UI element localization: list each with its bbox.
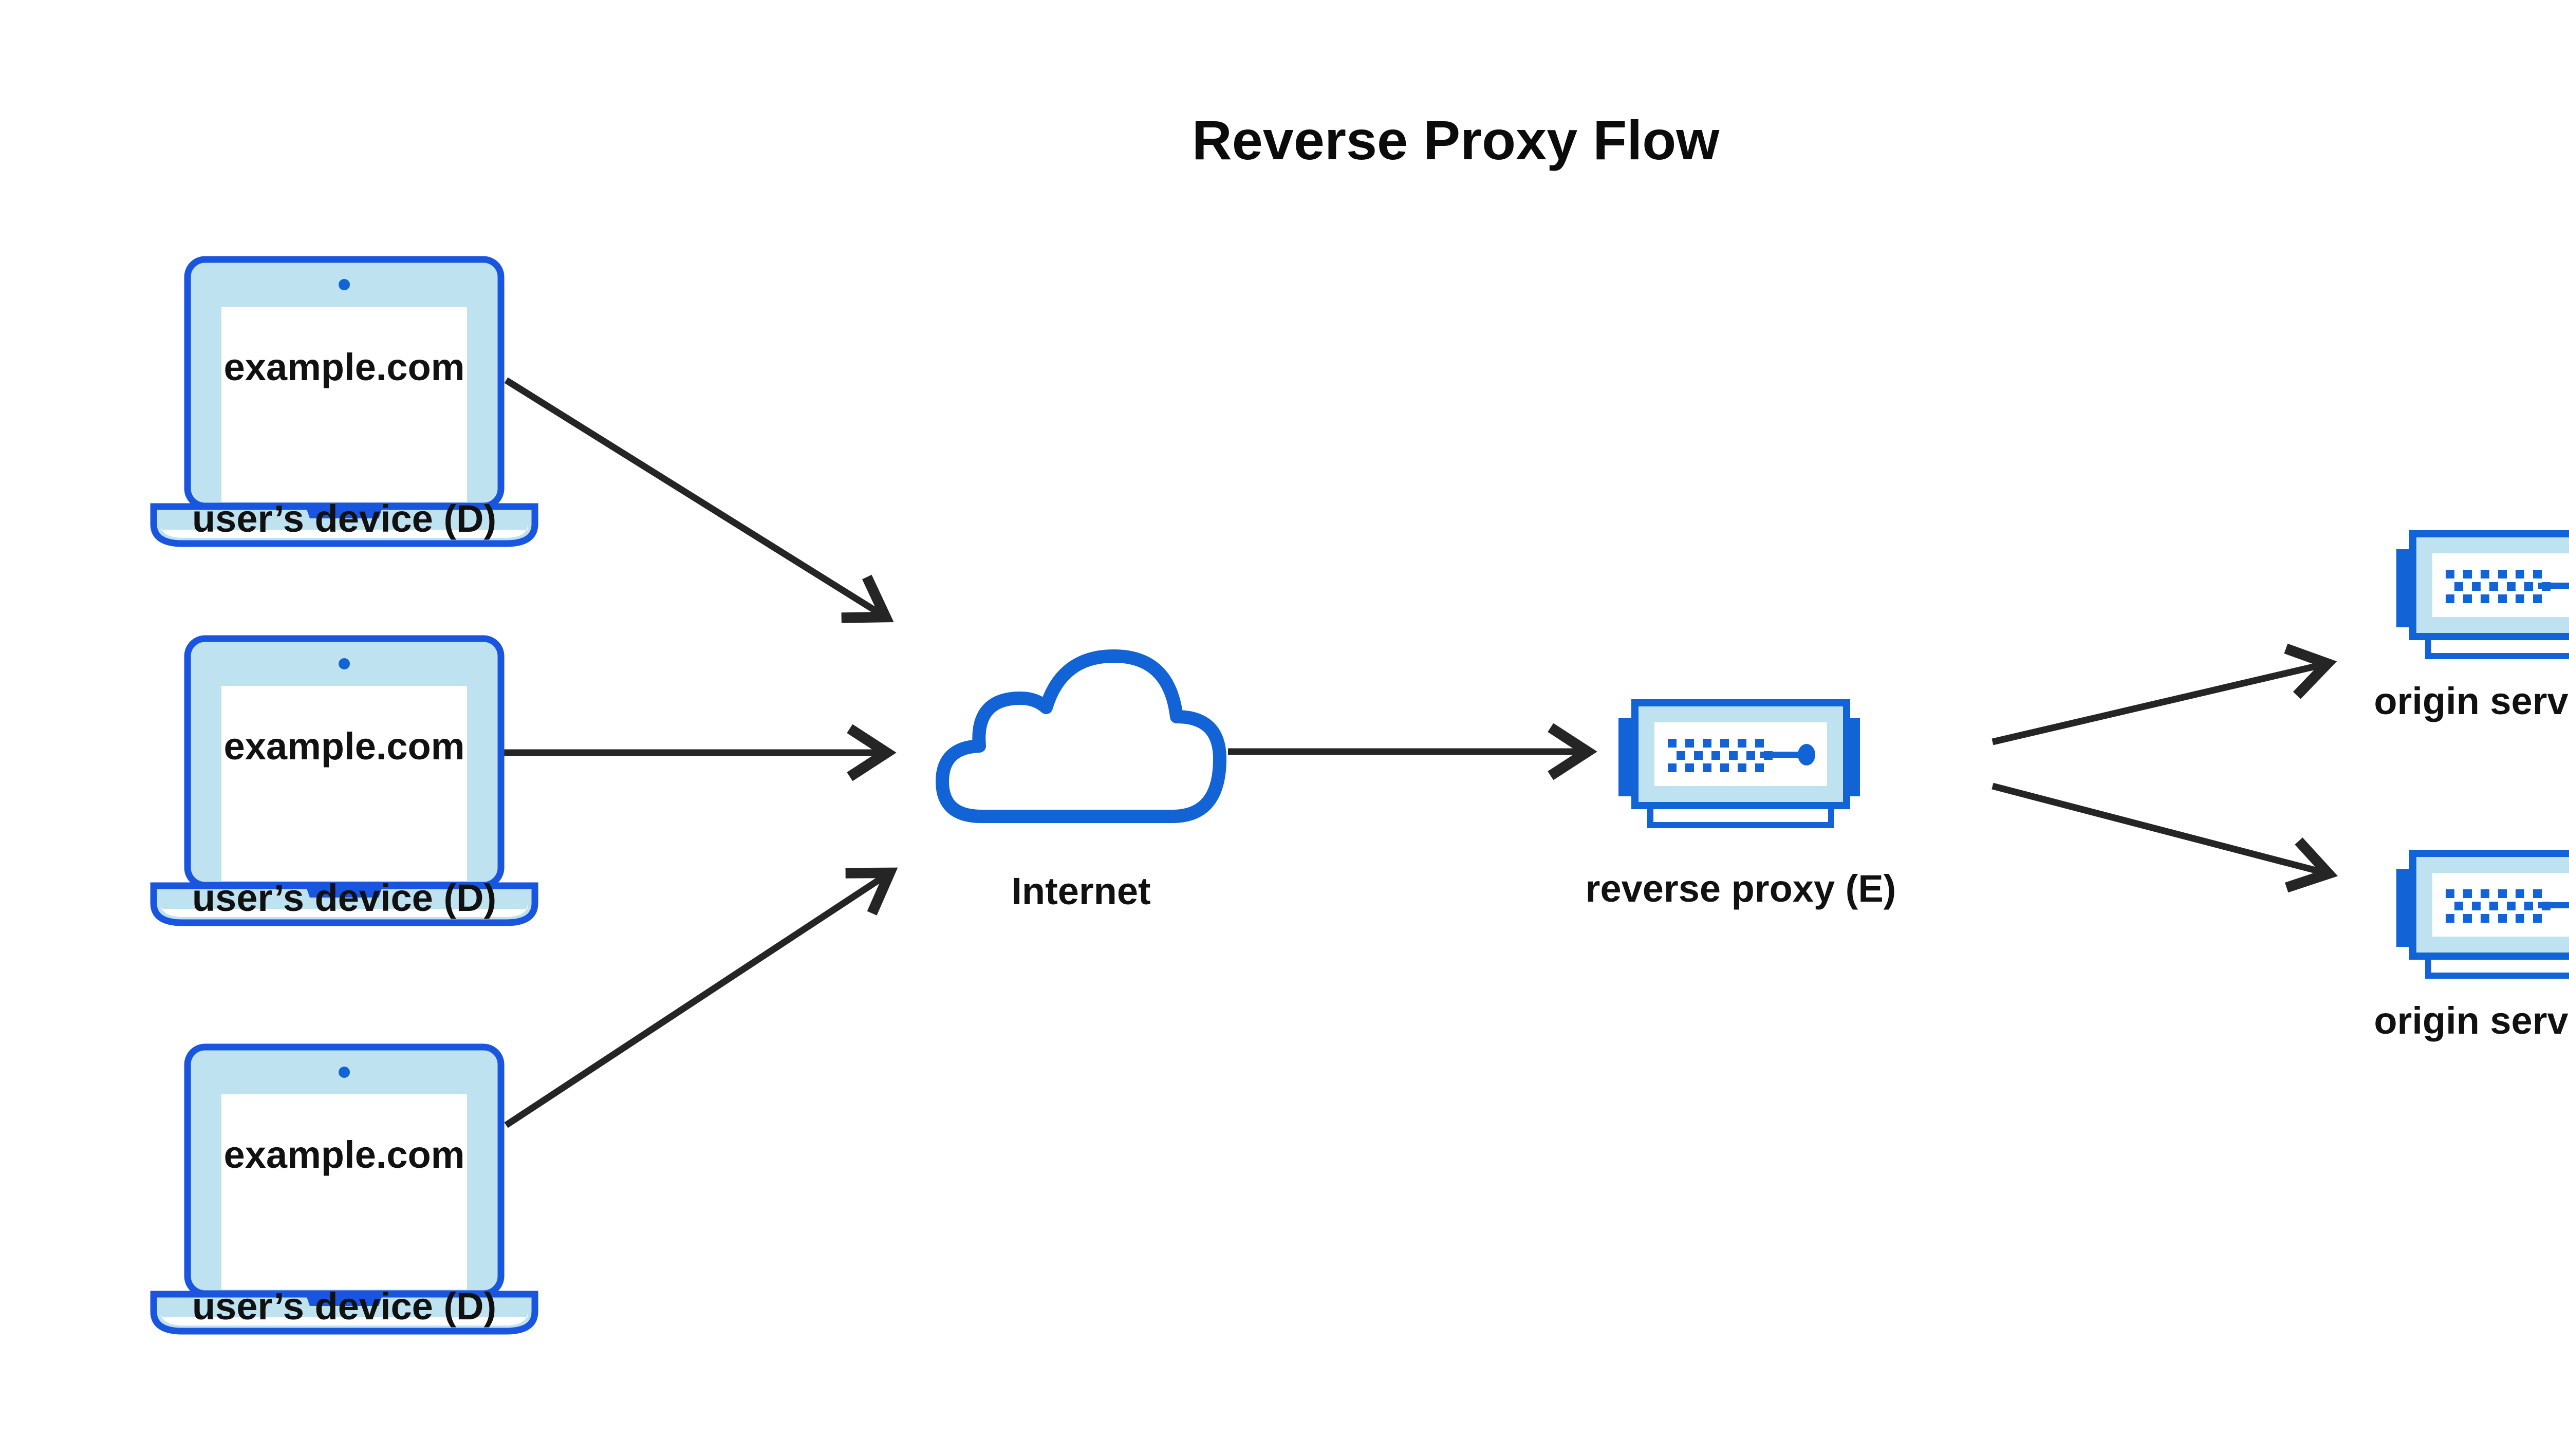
server-icon (2396, 853, 2569, 976)
node-client-bottom[interactable]: example.com user’s device (D) (154, 1047, 535, 1331)
laptop-screen-text: example.com (224, 346, 465, 388)
arrow-client-top-to-internet (504, 377, 894, 623)
node-label-reverse-proxy: reverse proxy (E) (1586, 867, 1896, 910)
node-label-internet: Internet (1011, 870, 1150, 912)
node-reverse-proxy[interactable]: reverse proxy (E) (1586, 703, 1896, 910)
node-label-client-top: user’s device (D) (192, 497, 496, 540)
page-title: Reverse Proxy Flow (1192, 109, 1720, 171)
node-label-client-middle: user’s device (D) (192, 876, 496, 919)
server-icon (2396, 534, 2569, 656)
cloud-icon (942, 656, 1220, 816)
node-label-client-bottom: user’s device (D) (192, 1285, 496, 1328)
laptop-screen-text: example.com (224, 725, 465, 768)
node-origin-bottom[interactable]: origin server (F) (2374, 853, 2569, 1042)
arrow-proxy-to-origin-bottom (1991, 782, 2338, 893)
node-label-origin-bottom: origin server (F) (2374, 999, 2569, 1042)
server-icon (1618, 703, 1860, 825)
node-client-middle[interactable]: example.com user’s device (D) (154, 639, 535, 923)
node-origin-top[interactable]: origin server (F) (2374, 534, 2569, 722)
laptop-screen-text: example.com (224, 1133, 465, 1176)
connector-arrows (499, 377, 2338, 1128)
node-internet[interactable]: Internet (942, 656, 1220, 912)
node-client-top[interactable]: example.com user’s device (D) (154, 259, 535, 544)
arrow-proxy-to-origin-top (1991, 643, 2337, 745)
arrow-client-bottom-to-internet (504, 867, 898, 1128)
node-label-origin-top: origin server (F) (2374, 680, 2569, 722)
